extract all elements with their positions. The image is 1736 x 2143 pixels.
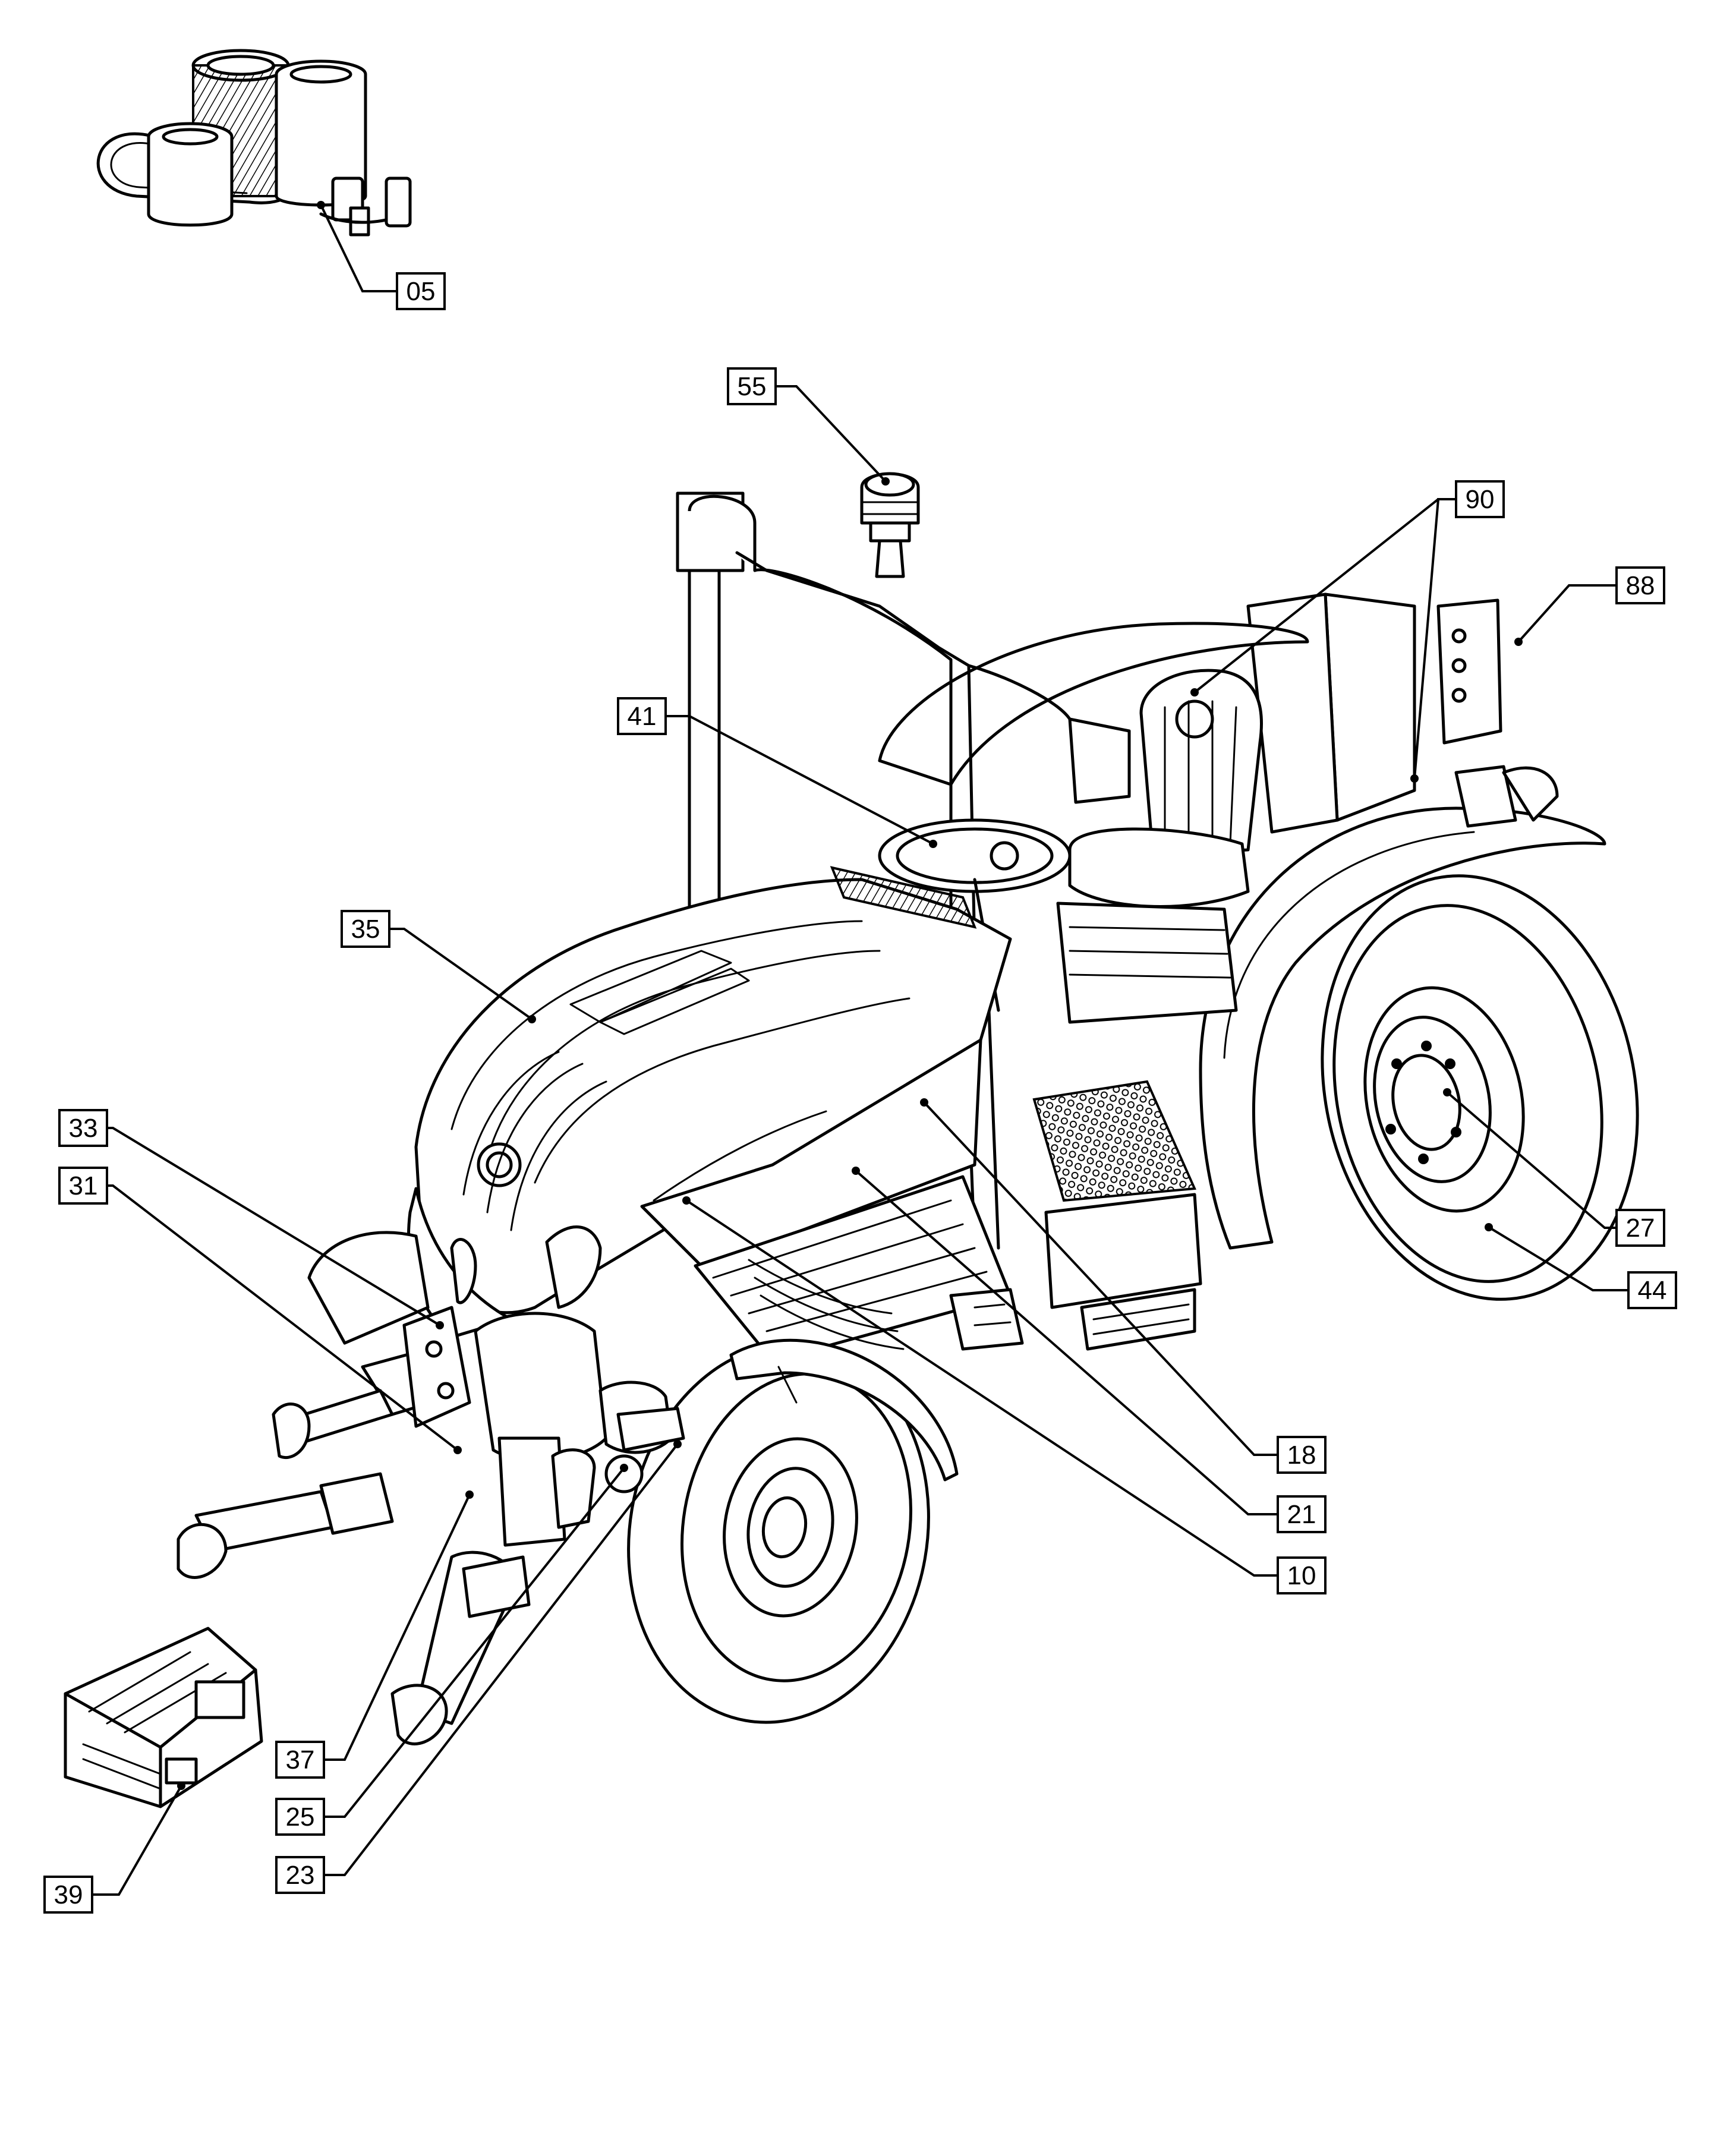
- leader-lines: [92, 204, 1628, 1896]
- callout-label: 39: [54, 1880, 83, 1909]
- callout-label: 23: [286, 1861, 315, 1890]
- callout-label: 90: [1466, 485, 1495, 514]
- tractor-drawing: [177, 491, 1639, 1745]
- callout-label: 10: [1287, 1561, 1316, 1590]
- callout-label: 35: [351, 915, 380, 944]
- callout-label: 41: [628, 702, 657, 731]
- callout-label: 37: [286, 1745, 315, 1775]
- callout-23[interactable]: 23: [275, 1856, 325, 1894]
- callout-27[interactable]: 27: [1615, 1209, 1665, 1247]
- callout-label: 05: [407, 277, 436, 306]
- leader-dots: [177, 201, 1523, 1790]
- callout-44[interactable]: 44: [1627, 1271, 1677, 1309]
- callout-88[interactable]: 88: [1615, 566, 1665, 604]
- callout-37[interactable]: 37: [275, 1741, 325, 1779]
- filter-kit-icon: [96, 49, 412, 237]
- callout-39[interactable]: 39: [43, 1876, 93, 1914]
- callout-31[interactable]: 31: [58, 1167, 108, 1205]
- callout-label: 18: [1287, 1441, 1316, 1470]
- callout-05[interactable]: 05: [396, 272, 446, 310]
- callout-10[interactable]: 10: [1277, 1556, 1327, 1594]
- callout-33[interactable]: 33: [58, 1109, 108, 1147]
- callout-label: 21: [1287, 1500, 1316, 1529]
- callout-18[interactable]: 18: [1277, 1436, 1327, 1474]
- callout-label: 44: [1638, 1276, 1667, 1305]
- callout-21[interactable]: 21: [1277, 1495, 1327, 1533]
- beacon-icon: [860, 472, 920, 578]
- callout-label: 55: [738, 372, 767, 401]
- callout-35[interactable]: 35: [341, 910, 390, 948]
- callout-label: 31: [69, 1171, 98, 1200]
- callout-label: 88: [1626, 571, 1655, 600]
- rear-wheel: [1321, 874, 1639, 1301]
- callout-label: 25: [286, 1802, 315, 1832]
- callout-label: 33: [69, 1114, 98, 1143]
- callout-label: 27: [1626, 1214, 1655, 1243]
- callout-41[interactable]: 41: [617, 697, 667, 735]
- callout-25[interactable]: 25: [275, 1798, 325, 1836]
- callout-55[interactable]: 55: [727, 367, 777, 405]
- front-weights-icon: [64, 1627, 263, 1808]
- callout-90[interactable]: 90: [1455, 480, 1505, 518]
